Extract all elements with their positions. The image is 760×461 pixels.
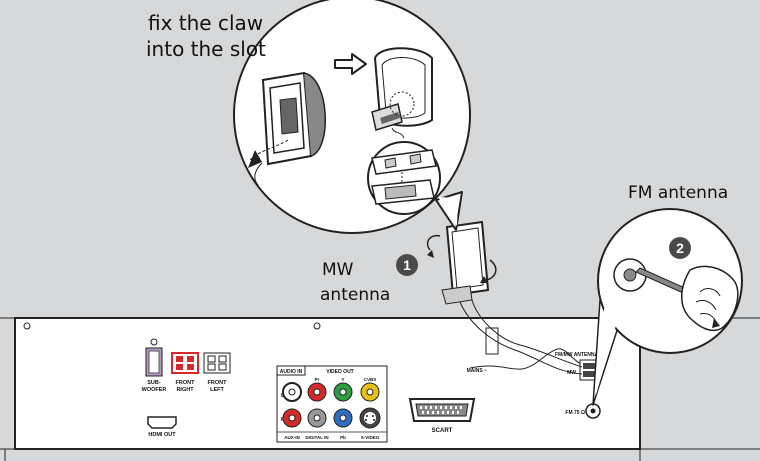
screw (23, 322, 31, 330)
y-label: Y (341, 377, 344, 382)
digital-in-label: DIGITAL IN (305, 435, 328, 440)
zoom-callout-fm (592, 208, 743, 406)
front-left-label-2: LEFT (210, 387, 224, 393)
step-2-number: 2 (676, 240, 684, 256)
svideo-label: S-VIDEO (361, 435, 380, 440)
video-out-label: VIDEO OUT (326, 369, 354, 375)
front-right-label-1: FRONT (176, 380, 196, 386)
scart-label: SCART (432, 428, 453, 434)
claw-instruction-line1: fix the claw (148, 11, 264, 35)
audio-in-label: AUDIO IN (280, 369, 303, 375)
mains-label: MAINS ~ (467, 368, 488, 374)
sub-label-2: WOOFER (142, 387, 167, 393)
arrow-right-icon (334, 53, 367, 75)
fm-label: FM 75 Ω (565, 410, 585, 416)
claw-instruction-line2: into the slot (146, 37, 266, 61)
mw-antenna-label-line2: antenna (320, 285, 391, 305)
speaker-connectors: SUB- WOOFER FRONT RIGHT FRONT LEFT (142, 338, 231, 393)
antenna-terminal: FM/MW ANTENNA MW FM 75 Ω (555, 352, 601, 419)
hdmi-label: HDMI OUT (148, 432, 176, 438)
mw-loop-antenna (426, 220, 583, 375)
front-right-label-2: RIGHT (176, 387, 194, 393)
front-left-label-1: FRONT (208, 380, 228, 386)
front-right-jack[interactable] (171, 352, 199, 374)
mw-antenna-label-line1: MW (322, 260, 354, 280)
av-connector-block: AUDIO IN VIDEO OUT Pr Y CVBS L R AUX-IN … (276, 365, 388, 443)
fm-antenna-label: FM antenna (628, 183, 729, 203)
screw (313, 322, 321, 330)
sub-label-1: SUB- (147, 380, 161, 386)
step-badge-1: 1 (396, 254, 418, 276)
aux-in-label: AUX-IN (284, 435, 300, 440)
step-badge-2: 2 (669, 237, 691, 259)
mains-socket: MAINS ~ (467, 327, 583, 374)
scart-port[interactable]: SCART (408, 398, 476, 434)
pr-label: Pr (315, 377, 320, 382)
step-1-number: 1 (403, 257, 411, 273)
fm-mw-antenna-label: FM/MW ANTENNA (555, 352, 599, 358)
zoom-callout-claw (233, 0, 471, 234)
hdmi-out-port[interactable]: HDMI OUT (147, 416, 177, 438)
pb-label: Pb (340, 435, 346, 440)
cvbs-label: CVBS (364, 377, 377, 382)
l-label: L (281, 393, 284, 399)
